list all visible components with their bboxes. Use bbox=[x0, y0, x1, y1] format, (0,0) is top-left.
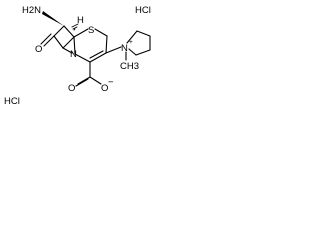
molecule-canvas: H2N H S N O O O − N + CH3 HCl HCl bbox=[0, 0, 164, 112]
pyrrolidinium-n-label: N bbox=[121, 43, 128, 54]
lactam-carbonyl bbox=[40, 33, 55, 47]
amine-wedge-bond bbox=[42, 11, 64, 26]
carboxylate-group bbox=[75, 61, 102, 87]
sulfur-label: S bbox=[88, 25, 94, 36]
amine-label: H2N bbox=[22, 5, 41, 16]
methyl-label: CH3 bbox=[120, 61, 139, 72]
ring-nitrogen-label: N bbox=[70, 49, 77, 60]
stereo-h-label: H bbox=[77, 15, 84, 26]
salt-hcl-bottom: HCl bbox=[4, 96, 20, 107]
minus-charge-label: − bbox=[108, 77, 114, 88]
lactam-oxygen-label: O bbox=[35, 44, 42, 55]
pyrrolidinium-ring bbox=[126, 30, 151, 56]
plus-charge-label: + bbox=[129, 39, 133, 46]
lactam-n-bond bbox=[62, 47, 73, 54]
carboxylate-oxygen-label: O bbox=[101, 83, 108, 94]
dihydrothiazine-ring bbox=[73, 28, 108, 63]
stereo-h-hash-bond bbox=[71, 23, 79, 31]
chemical-structure-diagram: H2N H S N O O O − N + CH3 HCl HCl bbox=[4, 5, 151, 107]
salt-hcl-top: HCl bbox=[135, 5, 151, 16]
beta-lactam-ring bbox=[53, 25, 75, 49]
carbonyl-oxygen-label: O bbox=[68, 83, 75, 94]
methylene-bond bbox=[105, 46, 122, 54]
